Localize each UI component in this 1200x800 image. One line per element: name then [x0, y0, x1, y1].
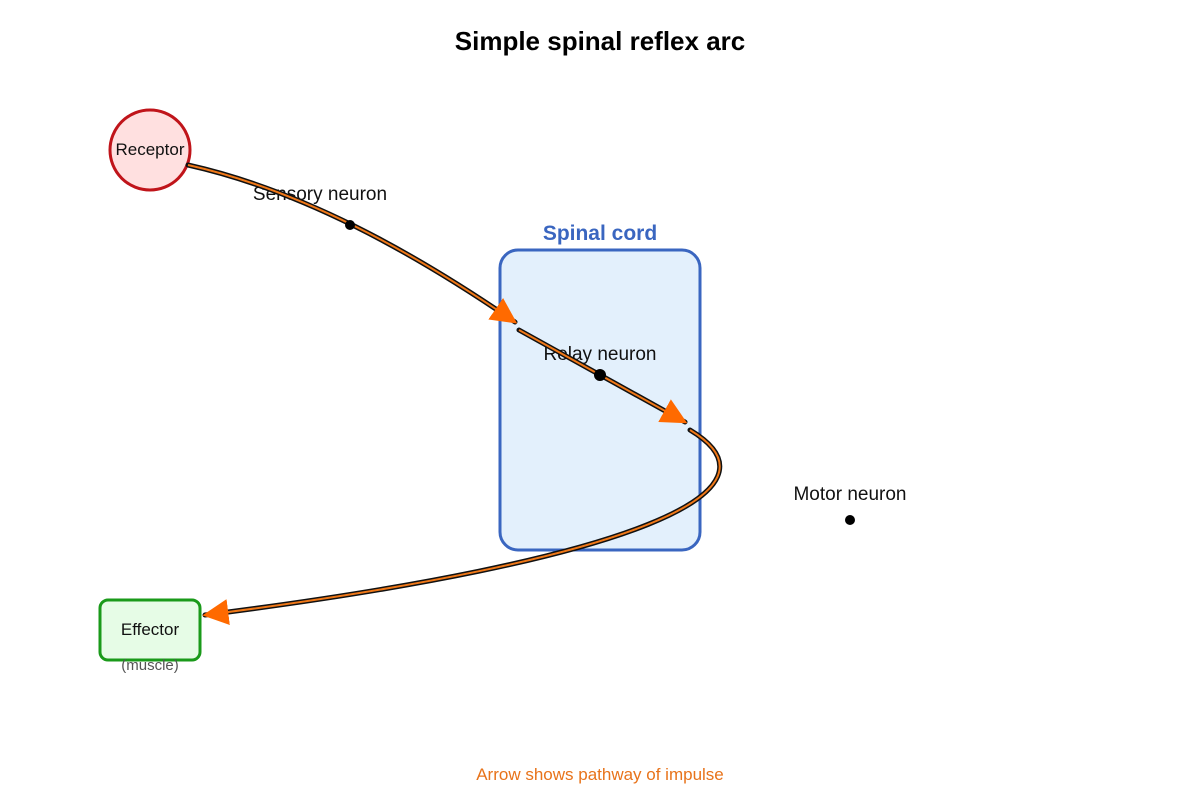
- pathway-motor-segment: [202, 427, 723, 625]
- spinal-cord-label: Spinal cord: [543, 222, 657, 245]
- effector-node: [98, 598, 202, 662]
- spinal-cord-box: [498, 248, 702, 552]
- effector-sublabel: (muscle): [121, 657, 179, 674]
- receptor-node: [108, 108, 192, 192]
- pathway-caption: Arrow shows pathway of impulse: [476, 765, 724, 784]
- motor-neuron-dot: [845, 515, 855, 525]
- effector-label: Effector: [121, 620, 180, 639]
- diagram-title: Simple spinal reflex arc: [455, 26, 745, 56]
- receptor-label: Receptor: [116, 140, 185, 159]
- sensory-neuron-dot: [345, 220, 355, 230]
- relay-neuron-dot: [594, 369, 606, 381]
- motor-neuron-label: Motor neuron: [793, 484, 906, 505]
- sensory-neuron-label: Sensory neuron: [253, 184, 387, 205]
